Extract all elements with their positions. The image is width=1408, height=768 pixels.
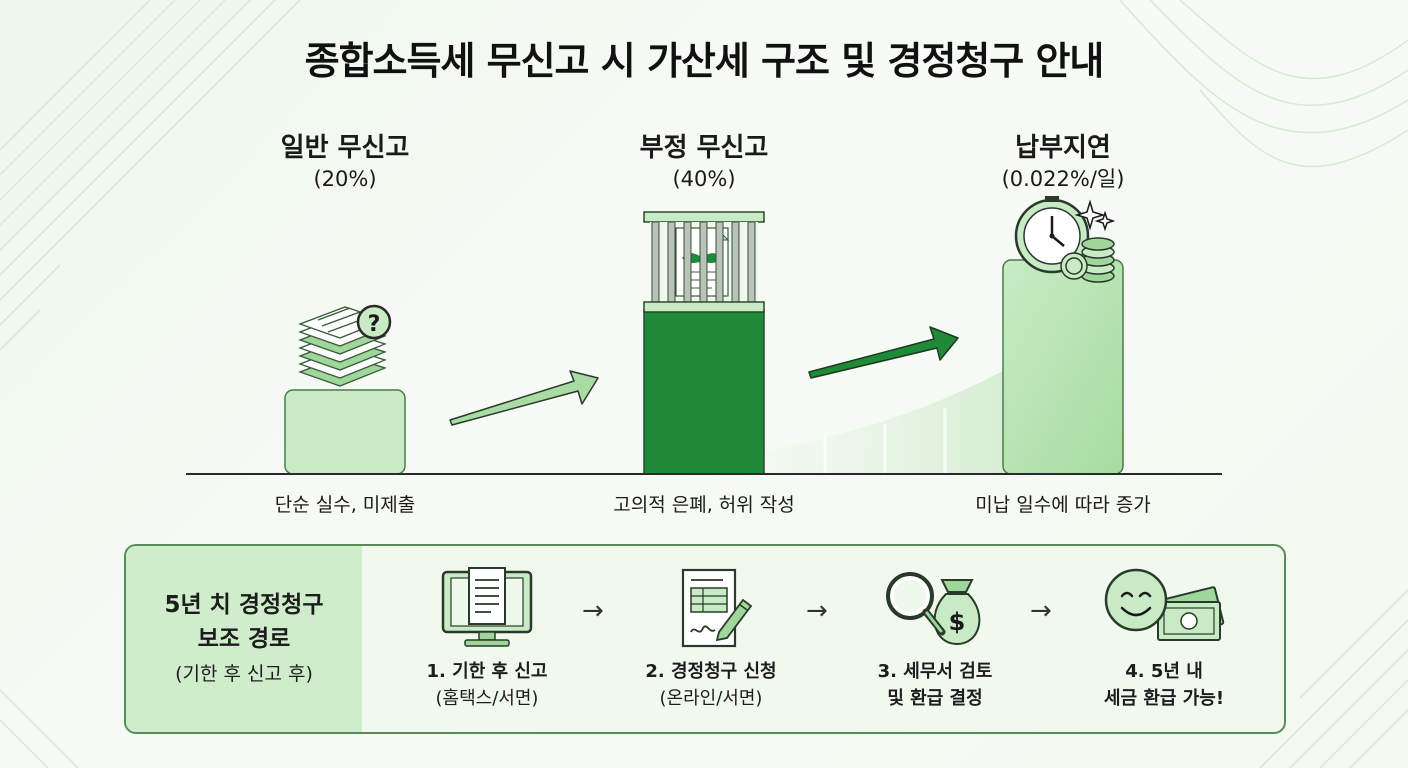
- svg-text:$: $: [949, 608, 966, 636]
- fraudulent-nonfiling-description: 고의적 은폐, 허위 작성: [613, 494, 795, 516]
- fraudulent-nonfiling-label: 부정 무신고 (40%): [574, 132, 834, 194]
- flow-arrow-2: →: [806, 596, 828, 626]
- late-payment-name: 납부지연: [1015, 133, 1111, 163]
- form-pen-icon: [681, 568, 753, 648]
- refund-step-1: 1. 기한 후 신고 (홈택스/서면): [392, 566, 582, 712]
- fraudulent-nonfiling-rate: (40%): [672, 167, 736, 191]
- refund-step-4: 4. 5년 내 세금 환급 가능!: [1064, 566, 1264, 712]
- refund-panel-subtitle: (기한 후 신고 후): [175, 663, 313, 685]
- stacked-papers-icon: [298, 306, 387, 387]
- smile-cash-icon: [1104, 568, 1225, 641]
- page-title: 종합소득세 무신고 시 가산세 구조 및 경정청구 안내: [304, 39, 1105, 83]
- late-payment-rate: (0.022%/일): [1001, 167, 1125, 191]
- refund-step-3: $ 3. 세무서 검토 및 환급 결정: [840, 566, 1030, 712]
- jail-cage-icon: [643, 211, 765, 313]
- general-nonfiling-name: 일반 무신고: [280, 133, 410, 163]
- general-nonfiling-label: 일반 무신고 (20%): [215, 132, 475, 194]
- refund-step-3-line2: 및 환급 결정: [887, 688, 983, 709]
- cash-stack-icon: [1153, 586, 1225, 641]
- escalation-arrow-1: [449, 370, 599, 426]
- refund-step-2-line2: (온라인/서면): [659, 688, 763, 709]
- general-nonfiling-bar: [284, 389, 406, 475]
- coin-stack-icon: [1060, 237, 1115, 283]
- refund-step-4-line2: 세금 환급 가능!: [1103, 688, 1225, 709]
- late-payment-description: 미납 일수에 따라 증가: [975, 494, 1151, 516]
- refund-panel-heading: 5년 치 경정청구 보조 경로 (기한 후 신고 후): [126, 546, 362, 732]
- sparkle-icon: [1074, 199, 1116, 232]
- refund-step-2-line1: 2. 경정청구 신청: [645, 661, 777, 682]
- question-mark-icon: ?: [356, 304, 392, 340]
- refund-step-2-text: 2. 경정청구 신청 (온라인/서면): [616, 658, 806, 712]
- fraudulent-nonfiling-bar: [643, 309, 765, 475]
- late-payment-label: 납부지연 (0.022%/일): [933, 132, 1193, 194]
- flow-arrow-1: →: [582, 596, 604, 626]
- refund-panel-title-line1: 5년 치 경정청구: [164, 592, 324, 618]
- refund-step-1-line2: (홈택스/서면): [435, 688, 539, 709]
- fraudulent-nonfiling-name: 부정 무신고: [639, 133, 769, 163]
- refund-step-3-line1: 3. 세무서 검토: [877, 661, 993, 682]
- escalation-arrow-2: [808, 326, 959, 379]
- svg-text:?: ?: [368, 312, 381, 337]
- flow-arrow-3: →: [1030, 596, 1052, 626]
- refund-step-1-line1: 1. 기한 후 신고: [426, 661, 548, 682]
- refund-step-4-text: 4. 5년 내 세금 환급 가능!: [1064, 658, 1264, 712]
- penalty-structure-diagram: ?: [186, 196, 1222, 475]
- refund-panel-title-line2: 보조 경로: [197, 626, 291, 652]
- refund-step-1-text: 1. 기한 후 신고 (홈택스/서면): [392, 658, 582, 712]
- general-nonfiling-rate: (20%): [313, 167, 377, 191]
- refund-step-2: 2. 경정청구 신청 (온라인/서면): [616, 566, 806, 712]
- refund-path-panel: 5년 치 경정청구 보조 경로 (기한 후 신고 후) 1. 기한 후 신고 (…: [124, 544, 1286, 734]
- refund-step-3-text: 3. 세무서 검토 및 환급 결정: [840, 658, 1030, 712]
- general-nonfiling-description: 단순 실수, 미제출: [274, 494, 416, 516]
- late-payment-bar: [1002, 259, 1124, 475]
- magnifier-money-bag-icon: $: [886, 572, 981, 646]
- smiley-face-icon: [1104, 568, 1168, 632]
- computer-document-icon: [441, 567, 533, 647]
- refund-step-4-line1: 4. 5년 내: [1125, 661, 1203, 682]
